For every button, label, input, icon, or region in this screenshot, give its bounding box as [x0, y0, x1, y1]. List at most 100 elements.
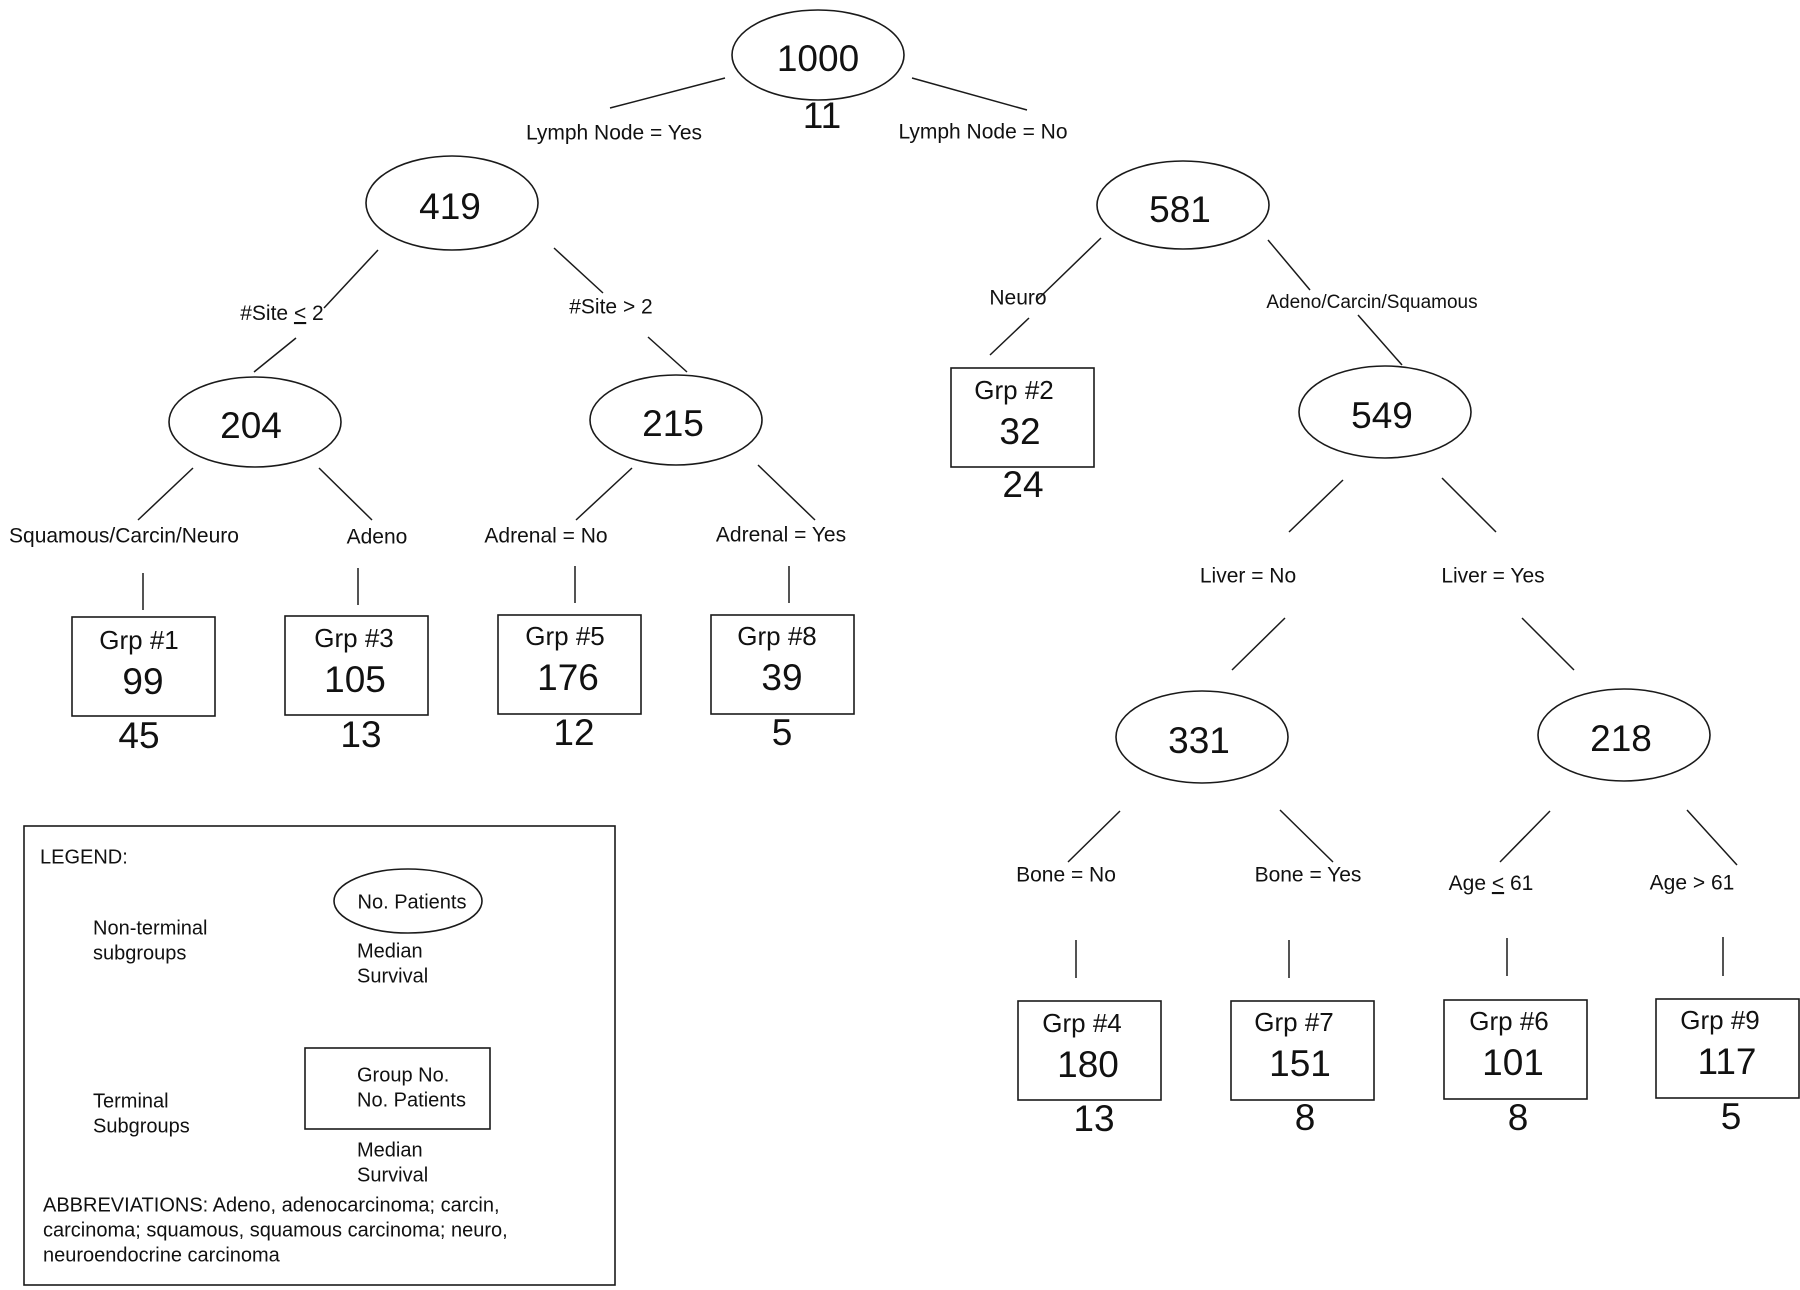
legend-ellipse-sample: [333, 868, 483, 934]
group-patients: 39: [761, 657, 802, 698]
group-box: [710, 614, 855, 715]
group-box: [1017, 1000, 1162, 1101]
node-patients: 204: [220, 405, 282, 446]
split-adrenal-yes: Adrenal = Yes: [716, 524, 846, 547]
group-patients: 101: [1482, 1042, 1544, 1083]
edge-419-right-bottom: [647, 336, 688, 373]
terminal-group-3: Grp #3 105 13: [284, 615, 429, 755]
split-age-le61: Age < 61: [1449, 872, 1534, 895]
legend-ellipse-text: No. Patients: [358, 891, 467, 913]
split-lymph-yes: Lymph Node = Yes: [526, 122, 702, 145]
group-box: [284, 615, 429, 716]
edge-331-left: [1067, 810, 1121, 863]
group-patients: 151: [1269, 1043, 1331, 1084]
split-age-le61-symbol: <: [1492, 872, 1504, 895]
group-box: [1443, 999, 1588, 1100]
node-patients: 581: [1149, 189, 1211, 230]
node-adeno-carcin-squamous: 549: [1298, 365, 1472, 459]
split-site-gt2: #Site > 2: [569, 296, 652, 319]
edge-root-left: [609, 77, 726, 109]
node-median-survival: 11: [803, 95, 841, 136]
edge-331-right: [1279, 809, 1334, 863]
group-label: Grp #2: [974, 375, 1054, 405]
group-label: Grp #5: [525, 621, 605, 651]
group-median-survival: 12: [553, 712, 594, 753]
edge-581-right-top: [1267, 239, 1311, 291]
group-patients: 117: [1698, 1041, 1757, 1082]
legend-abbreviations-line3: neuroendocrine carcinoma: [43, 1244, 281, 1266]
group-median-survival: 13: [340, 714, 381, 755]
legend-abbreviations-line1: ABBREVIATIONS: Adeno, adenocarcinoma; ca…: [43, 1194, 500, 1216]
legend-box-sample: [304, 1047, 491, 1130]
node-ellipse: [589, 374, 763, 466]
edge-581-left-top: [1036, 237, 1102, 301]
group-label: Grp #9: [1680, 1005, 1760, 1035]
group-box: [71, 616, 216, 717]
terminal-group-1: Grp #1 99 45: [71, 616, 216, 756]
tree-edges: [137, 77, 1738, 978]
terminal-group-8: Grp #8 39 5: [710, 614, 855, 753]
split-bone-yes: Bone = Yes: [1255, 864, 1362, 887]
legend-terminal-line2: Subgroups: [93, 1115, 190, 1137]
terminal-group-4: Grp #4 180 13: [1017, 1000, 1162, 1139]
edge-204-left: [137, 467, 194, 521]
split-age-le61-prefix: Age: [1449, 872, 1492, 895]
group-label: Grp #1: [99, 625, 179, 655]
terminal-group-7: Grp #7 151 8: [1230, 1000, 1375, 1138]
legend-nonterminal-median-line2: Survival: [357, 965, 428, 987]
legend-nonterminal-line1: Non-terminal: [93, 917, 207, 939]
split-adeno-carcin-squamous: Adeno/Carcin/Squamous: [1266, 292, 1477, 313]
node-patients: 215: [642, 403, 704, 444]
group-box: [1655, 998, 1800, 1099]
node-ellipse: [1096, 160, 1270, 250]
group-box: [950, 367, 1095, 468]
edge-218-left: [1499, 810, 1551, 863]
split-site-le2-suffix: 2: [306, 302, 324, 325]
edge-419-right-top: [553, 247, 604, 294]
group-label: Grp #3: [314, 623, 394, 653]
node-lymph-no: 581: [1096, 160, 1270, 250]
edge-549-left-top: [1288, 479, 1344, 533]
group-box: [1230, 1000, 1375, 1101]
terminal-group-5: Grp #5 176 12: [497, 614, 642, 753]
group-label: Grp #8: [737, 621, 817, 651]
edge-419-left-bottom: [253, 337, 297, 373]
edge-218-right: [1686, 809, 1738, 866]
legend-abbreviations-line2: carcinoma; squamous, squamous carcinoma;…: [43, 1219, 508, 1241]
node-patients: 549: [1351, 395, 1413, 436]
node-patients: 419: [419, 186, 481, 227]
split-age-le61-suffix: 61: [1504, 872, 1533, 895]
node-ellipse: [168, 376, 342, 468]
split-liver-yes: Liver = Yes: [1441, 565, 1544, 588]
edge-204-right: [318, 467, 373, 521]
edge-215-left: [575, 467, 633, 521]
group-patients: 32: [999, 411, 1040, 452]
group-median-survival: 8: [1508, 1097, 1529, 1138]
group-median-survival: 45: [118, 715, 159, 756]
split-adrenal-no: Adrenal = No: [484, 525, 607, 548]
group-patients: 176: [537, 657, 599, 698]
split-site-le2-symbol: <: [294, 302, 306, 325]
edge-root-right: [911, 77, 1028, 111]
split-adeno: Adeno: [347, 526, 408, 549]
legend-nonterminal-line2: subgroups: [93, 942, 186, 964]
group-patients: 180: [1057, 1044, 1119, 1085]
split-lymph-no: Lymph Node = No: [898, 121, 1067, 144]
legend-terminal-line1: Terminal: [93, 1090, 169, 1112]
split-neuro: Neuro: [989, 287, 1046, 310]
split-bone-no: Bone = No: [1016, 864, 1116, 887]
node-site-le2: 204: [168, 376, 342, 468]
legend-title: LEGEND:: [40, 846, 128, 868]
node-site-gt2: 215: [589, 374, 763, 466]
split-age-gt61: Age > 61: [1650, 872, 1735, 895]
edge-581-right-bottom: [1357, 314, 1403, 366]
legend-box-line1: Group No.: [357, 1064, 449, 1086]
node-ellipse: [1537, 688, 1711, 782]
node-ellipse: [1115, 690, 1289, 784]
split-site-le2: #Site < 2: [240, 302, 323, 325]
group-median-survival: 5: [1721, 1096, 1742, 1137]
group-median-survival: 24: [1002, 464, 1043, 505]
edge-419-left-top: [323, 249, 379, 309]
node-ellipse: [365, 155, 539, 251]
split-liver-no: Liver = No: [1200, 565, 1296, 588]
